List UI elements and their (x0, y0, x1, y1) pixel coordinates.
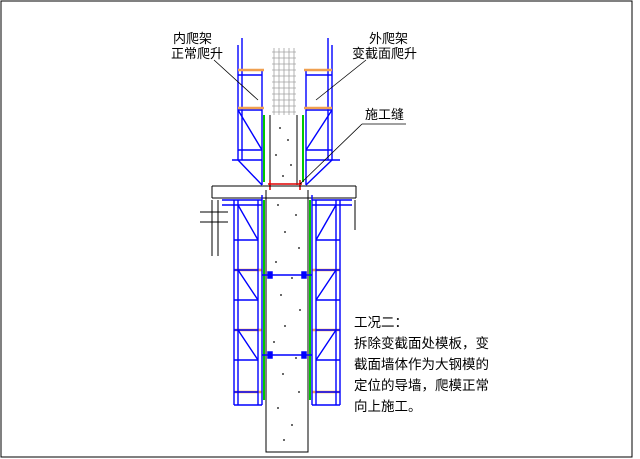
outer-frame-label-1: 外爬架 (369, 32, 409, 47)
platform-decks (234, 68, 340, 394)
outer-frame-label-2: 变截面爬升 (352, 47, 418, 62)
tie-bolts (262, 271, 312, 359)
upper-wall (269, 115, 298, 185)
condition-note: 工况二： 拆除变截面处模板，变 截面墙体作为大钢模的 定位的导墙，爬模正常 向上… (354, 313, 489, 418)
lower-wall (265, 190, 309, 453)
note-line-4: 定位的导墙，爬模正常 (354, 378, 489, 394)
note-line-1: 工况二： (354, 315, 408, 331)
left-beam (200, 211, 228, 223)
construction-joint-label: 施工缝 (365, 108, 405, 123)
note-line-3: 截面墙体作为大钢模的 (354, 357, 489, 373)
note-line-5: 向上施工。 (354, 399, 422, 415)
slab (211, 185, 357, 256)
inner-frame-label-2: 正常爬升 (171, 47, 224, 62)
rebar-cage (272, 48, 296, 115)
steel-formwork (263, 115, 311, 400)
lower-frame-right (311, 195, 352, 406)
leader-lines (213, 59, 406, 185)
lower-frame-left (222, 195, 263, 406)
concrete-hatch (273, 127, 301, 441)
note-line-2: 拆除变截面处模板，变 (354, 336, 489, 352)
inner-frame-left (232, 38, 263, 186)
inner-frame-label-1: 内爬架 (173, 32, 213, 47)
joint-line (268, 180, 302, 190)
outer-frame-right (305, 38, 340, 186)
